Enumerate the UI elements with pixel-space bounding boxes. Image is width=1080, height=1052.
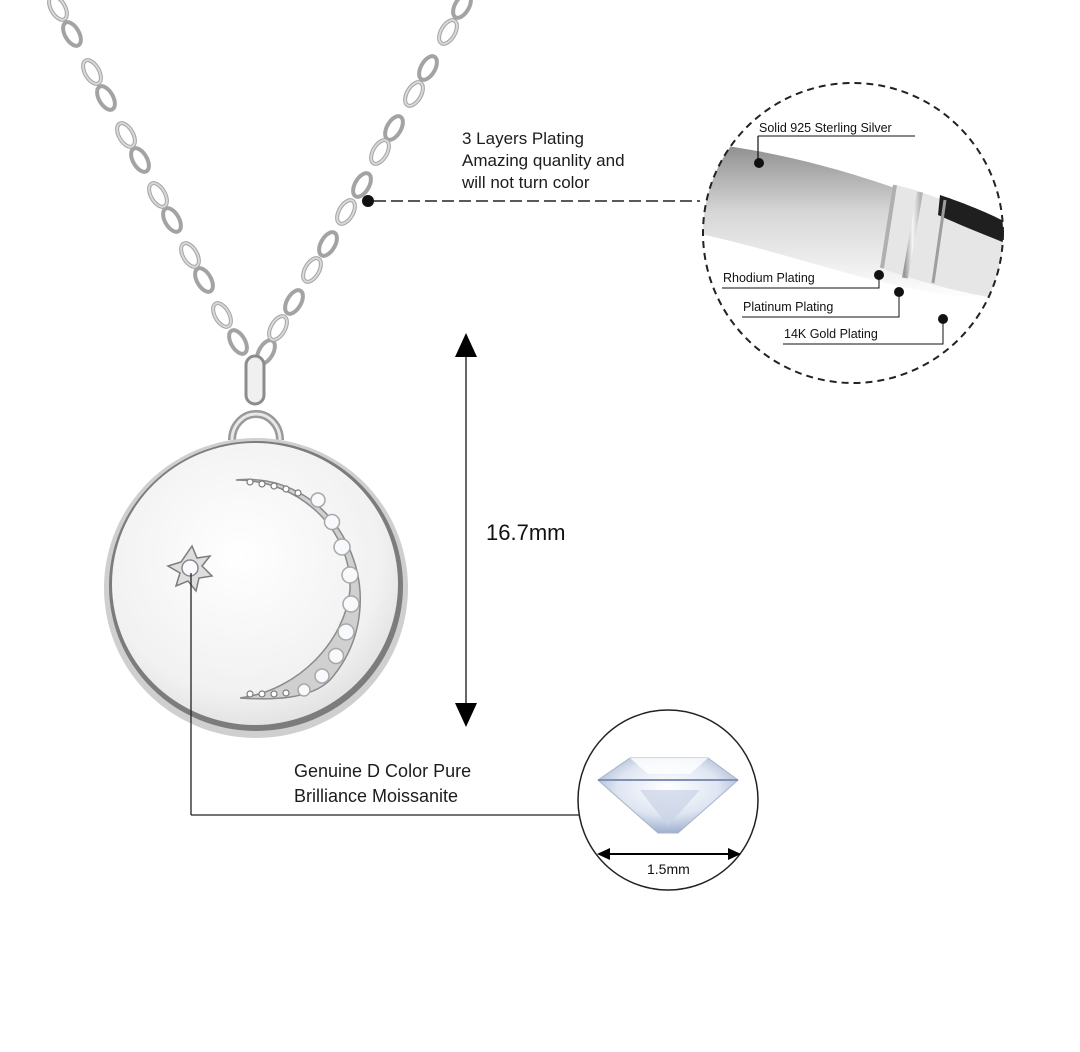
- pendant-disc: [104, 438, 408, 738]
- layer-core-label: Solid 925 Sterling Silver: [759, 121, 892, 135]
- pendant-height-label: 16.7mm: [486, 520, 566, 545]
- stone-size-label: 1.5mm: [647, 861, 690, 877]
- plating-callout-dot: [362, 195, 374, 207]
- plating-zoom-circle: [702, 82, 1004, 384]
- moissanite-zoom-circle: [577, 709, 759, 891]
- plating-title: 3 Layers Plating: [462, 129, 584, 148]
- height-dimension-arrow: [455, 333, 477, 727]
- layer-gold-label: 14K Gold Plating: [784, 327, 878, 341]
- plating-color-text: will not turn color: [462, 173, 590, 192]
- chain-right: [255, 0, 473, 366]
- stone-title-line2: Brilliance Moissanite: [294, 786, 459, 806]
- layer-rhodium-label: Rhodium Plating: [723, 271, 815, 285]
- plating-quality-text: Amazing quanlity and: [462, 151, 625, 170]
- pendant-bail: [228, 354, 284, 441]
- star-setting: [166, 544, 214, 593]
- stone-title-line1: Genuine D Color Pure: [294, 761, 472, 781]
- layer-platinum-label: Platinum Plating: [743, 300, 834, 314]
